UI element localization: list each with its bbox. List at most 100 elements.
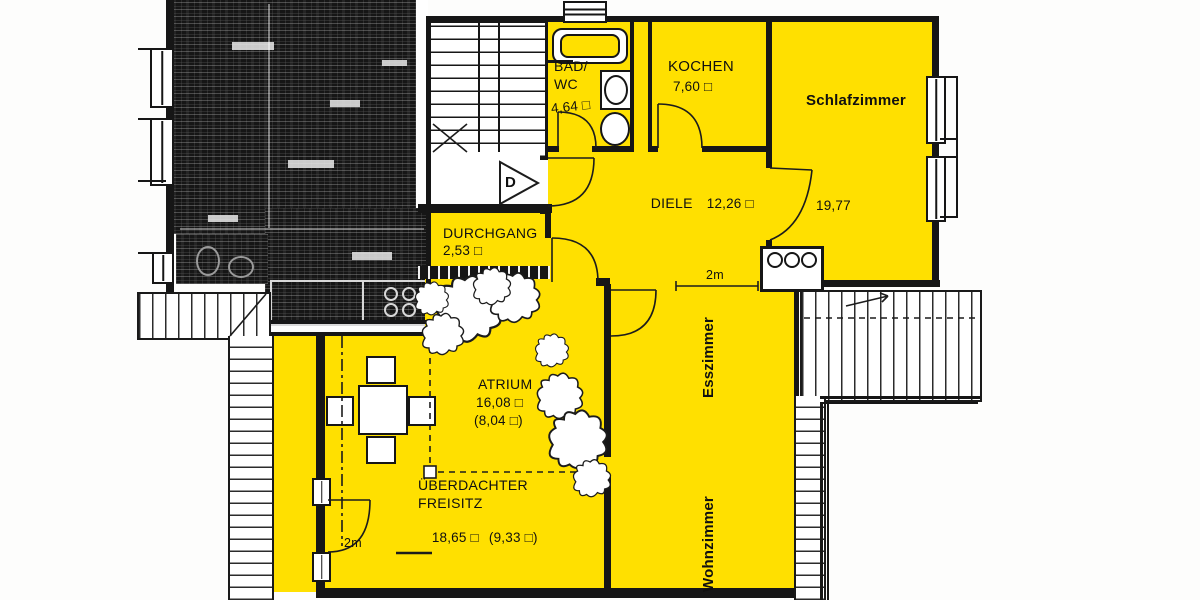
neighbor-stove-burner bbox=[384, 303, 398, 317]
scan-spot bbox=[288, 160, 334, 168]
garden-chair bbox=[366, 356, 396, 384]
neighbor-wall-hint bbox=[268, 4, 270, 228]
sill-tick bbox=[940, 76, 956, 78]
terrace-east bbox=[800, 290, 982, 402]
wall-freisitz-left bbox=[316, 332, 325, 594]
wall-bad-right bbox=[630, 16, 634, 152]
window-left bbox=[150, 118, 174, 186]
dimension-door-label: 2m bbox=[344, 536, 362, 550]
room-label-durchgang: DURCHGANG bbox=[443, 225, 538, 241]
wall-neighbor-kitchen-bottom bbox=[265, 320, 428, 324]
neighbor-unit-hatched-area bbox=[176, 234, 268, 284]
walkway-west bbox=[137, 292, 271, 340]
scan-spot bbox=[208, 215, 238, 222]
stairwell-wall-gap bbox=[416, 0, 428, 208]
dimension-terrace-label: 2m bbox=[706, 268, 724, 282]
wall-bath-divider bbox=[545, 60, 573, 63]
garden-chair bbox=[408, 396, 436, 426]
scan-spot bbox=[330, 100, 360, 107]
fireplace-flue bbox=[767, 252, 783, 268]
room-schlafzimmer-floor bbox=[768, 20, 936, 284]
window-freisitz bbox=[312, 552, 331, 582]
sill-tick bbox=[940, 138, 956, 140]
room-label-esszimmer: Esszimmer bbox=[700, 316, 717, 398]
window-band-durchgang bbox=[418, 266, 550, 279]
sink-basin bbox=[604, 75, 628, 105]
scan-spot bbox=[382, 60, 407, 66]
sill-tick bbox=[940, 216, 956, 218]
room-area-atrium: 16,08 □ bbox=[476, 395, 524, 410]
room-area-atrium-secondary: (8,04 □) bbox=[474, 413, 523, 428]
room-label-diele: DIELE 12,26 □ bbox=[634, 179, 754, 228]
bathtub-inner bbox=[560, 34, 620, 58]
wall-top bbox=[428, 16, 938, 22]
fireplace bbox=[760, 246, 824, 292]
garden-table bbox=[358, 385, 408, 435]
room-label-atrium: ATRIUM bbox=[478, 376, 533, 392]
room-label-wohnzimmer: Wohnzimmer bbox=[700, 496, 717, 592]
window-freisitz bbox=[312, 478, 331, 506]
stair-stringer bbox=[498, 22, 500, 152]
room-label-freisitz: ÜBERDACHTER bbox=[418, 477, 528, 493]
terrace-edge bbox=[820, 402, 978, 404]
scan-spot bbox=[232, 42, 274, 50]
window-left bbox=[152, 252, 174, 284]
duct-strip-floor bbox=[634, 20, 648, 150]
sill-tick bbox=[138, 118, 166, 120]
sill-tick bbox=[138, 180, 166, 182]
wall-schlafzimmer-right bbox=[932, 16, 939, 286]
garden-chair bbox=[366, 436, 396, 464]
wall-kochen-bottom bbox=[652, 146, 658, 152]
room-label-kochen: KOCHEN bbox=[668, 58, 734, 75]
staircase bbox=[428, 20, 548, 160]
wall-durchgang-east bbox=[545, 210, 551, 238]
window-schlafzimmer bbox=[926, 76, 946, 144]
sill-tick bbox=[138, 252, 166, 254]
droom-floor bbox=[431, 154, 540, 204]
room-area-freisitz: 18,65 □(9,33 □) bbox=[431, 529, 538, 545]
stair-stringer bbox=[478, 22, 480, 152]
neighbor-wall-hint bbox=[180, 228, 424, 230]
fireplace-flue bbox=[784, 252, 800, 268]
room-area-schlafzimmer: 19,77 bbox=[816, 198, 851, 213]
neighbor-wc-fixture bbox=[228, 256, 254, 278]
level-marker-label: D bbox=[505, 174, 517, 191]
neighbor-stove-burner bbox=[384, 287, 398, 301]
terrace-edge bbox=[820, 396, 980, 399]
wall-kochen-left bbox=[648, 16, 652, 152]
wall-garden-top bbox=[268, 332, 428, 336]
room-area-durchgang: 2,53 □ bbox=[443, 243, 483, 258]
neighbor-counter-divider bbox=[362, 282, 364, 320]
window-left bbox=[150, 48, 174, 108]
wall-schlafzimmer-left bbox=[766, 16, 772, 168]
wall-schlafzimmer-bottom bbox=[766, 280, 940, 287]
room-label-bad-wc: WC bbox=[554, 76, 578, 92]
neighbor-wc-fixture bbox=[196, 246, 220, 276]
garden-strip-floor bbox=[268, 336, 428, 592]
wall-bottom bbox=[316, 588, 808, 598]
window-schlafzimmer bbox=[926, 156, 946, 222]
sill-tick bbox=[138, 48, 166, 50]
scan-spot bbox=[352, 252, 392, 260]
neighbor-unit-hatched-area bbox=[265, 208, 428, 324]
neighbor-unit-hatched-area bbox=[168, 0, 426, 234]
wall-wohnzimmer-left bbox=[604, 476, 611, 594]
terrace-edge bbox=[820, 402, 823, 600]
terrace-edge bbox=[827, 404, 829, 600]
room-area-diele: 12,26 □ bbox=[706, 196, 754, 212]
neighbor-stove-burner bbox=[402, 287, 416, 301]
wall-kochen-bottom bbox=[702, 146, 770, 152]
neighbor-stove-burner bbox=[402, 303, 416, 317]
window-top bbox=[563, 1, 607, 23]
wall-bad-bottom bbox=[592, 146, 634, 152]
fireplace-flue bbox=[801, 252, 817, 268]
wall-droom-bottom bbox=[418, 204, 552, 213]
garden-chair bbox=[326, 396, 354, 426]
room-label-freisitz: FREISITZ bbox=[418, 495, 483, 511]
room-label-diele-text: DIELE bbox=[650, 195, 693, 212]
walkway-west-vertical bbox=[228, 336, 274, 600]
room-label-schlafzimmer: Schlafzimmer bbox=[806, 92, 906, 109]
room-label-bad-wc: BAD/ bbox=[554, 58, 588, 74]
wall-atrium-door-stub bbox=[596, 278, 610, 286]
